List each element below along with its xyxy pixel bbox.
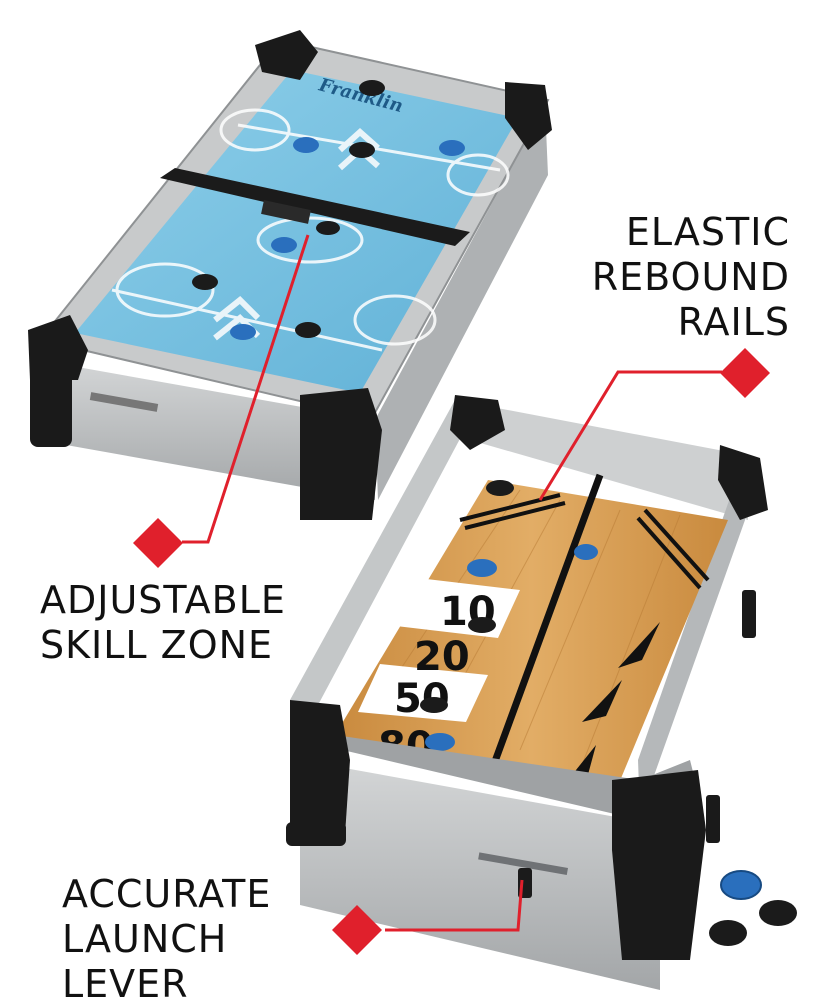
hockey-board: Franklin (28, 30, 552, 520)
diamond-skill (133, 518, 183, 568)
corner-guard (290, 700, 350, 835)
puck-blue (467, 559, 497, 577)
callout-line: SKILL ZONE (40, 622, 274, 667)
skill-zone-gate (261, 200, 311, 224)
puck-black (316, 221, 340, 235)
puck-black (759, 900, 797, 926)
corner-guard (718, 445, 768, 520)
puck-black (420, 697, 448, 713)
puck-blue (574, 544, 598, 560)
puck-blue (439, 140, 465, 156)
puck-black (486, 480, 514, 496)
launch-lever-slot (478, 852, 568, 875)
hockey-pucks (192, 80, 465, 340)
corner-guard (300, 388, 382, 520)
puck-black (709, 920, 747, 946)
puck-black (349, 142, 375, 158)
lane-arrow (582, 680, 622, 722)
shuffle-corner-guards (286, 395, 768, 960)
corner-guard (612, 770, 706, 960)
callout-diamonds (133, 348, 770, 955)
shuffle-board-front-wall (290, 700, 700, 820)
loose-pucks (709, 870, 797, 946)
elastic-rebound-rails (459, 493, 710, 590)
callout-leaders (182, 234, 722, 932)
callout-accurate-launch-lever: ACCURATE LAUNCH LEVER (62, 872, 362, 1006)
puck-black (192, 274, 218, 290)
callout-elastic-rebound-rails: ELASTIC REBOUND RAILS (560, 210, 790, 344)
puck-blue (720, 870, 762, 900)
hockey-corner-guards (28, 30, 552, 520)
puck-black (468, 617, 496, 633)
puck-blue (425, 733, 455, 751)
skill-zone-divider (160, 168, 470, 246)
puck-black (295, 322, 321, 338)
corner-guard (450, 395, 505, 450)
corner-guard (255, 30, 318, 80)
elastic-rail (636, 516, 702, 590)
side-clip (742, 590, 756, 638)
elastic-rail (459, 493, 561, 522)
leader-skill (182, 234, 310, 544)
callout-adjustable-skill-zone: ADJUSTABLE SKILL ZONE (40, 578, 300, 668)
corner-guard (505, 82, 552, 150)
leader-launch (385, 879, 524, 932)
shuffle-board-left-wall (290, 400, 470, 720)
puck-blue (293, 137, 319, 153)
shuffle-board-right-wall (638, 455, 745, 815)
elastic-rail (643, 508, 710, 582)
callout-line: RAILS (677, 299, 790, 344)
score-band-50 (358, 664, 488, 722)
corner-guard-foot (286, 822, 346, 846)
corner-guard-foot (30, 365, 72, 447)
shuffle-wood-surface (335, 480, 728, 800)
diamond-launch (332, 905, 382, 955)
callout-line: REBOUND (591, 254, 790, 299)
callout-line: ADJUSTABLE (40, 578, 286, 622)
puck-black (359, 80, 385, 96)
diamond-elastic (720, 348, 770, 398)
shuffle-board-front-face (300, 760, 660, 990)
elastic-rail (464, 501, 566, 530)
callout-line: ACCURATE (62, 872, 272, 916)
puck-blue (271, 237, 297, 253)
corner-guard (28, 315, 88, 380)
callout-line: ELASTIC (625, 210, 790, 254)
hockey-board-right-wall (375, 105, 548, 500)
hockey-board-front-wall (38, 360, 375, 500)
leader-elastic (538, 370, 722, 501)
side-clip (706, 795, 720, 843)
shuffle-board-back-wall (455, 400, 748, 520)
callout-line: LAUNCH LEVER (62, 916, 228, 1006)
puck-blue (230, 324, 256, 340)
center-divider-rail (486, 473, 604, 777)
shuffle-board: 10 20 50 80 (286, 395, 768, 990)
hockey-launch-slot (89, 392, 159, 412)
score-label-20: 20 (414, 634, 470, 680)
lane-arrow (618, 622, 660, 668)
